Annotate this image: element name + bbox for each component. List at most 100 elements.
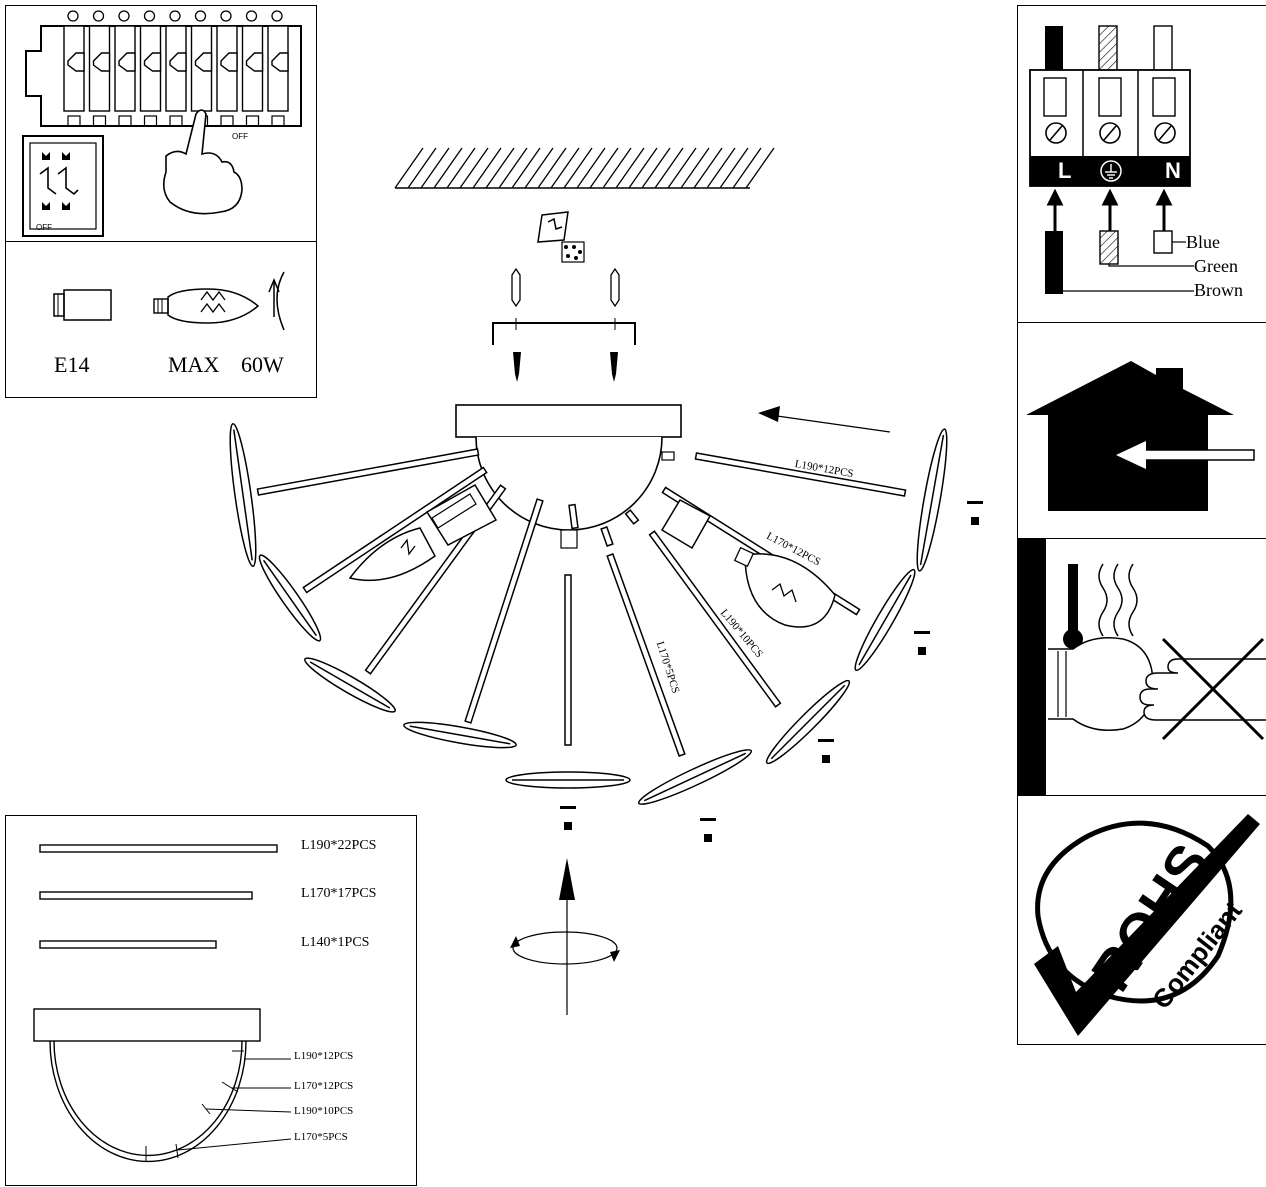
breaker-toggle xyxy=(118,52,136,72)
breaker-bottom-terminal xyxy=(169,115,183,127)
ceiling-hatch-line xyxy=(524,147,554,189)
breaker-bottom-terminal xyxy=(118,115,132,127)
dome-label-2: L170*12PCS xyxy=(294,1080,354,1092)
wiring-illustration xyxy=(1029,25,1194,294)
ceiling-hatch-line xyxy=(654,147,684,189)
ceiling-hatch-line xyxy=(407,147,437,189)
clip-washer xyxy=(967,501,983,504)
ceiling-hatch-line xyxy=(550,147,580,189)
breaker-toggle xyxy=(169,52,187,72)
ceiling-hatch-line xyxy=(667,147,697,189)
bulb-spec-panel: E14 MAX 60W xyxy=(5,241,317,398)
arm-rod xyxy=(464,498,544,724)
leaf-midrib xyxy=(919,434,945,566)
parts-illustration xyxy=(33,844,292,1163)
arm-rod xyxy=(568,503,579,530)
wiring-panel: L N Blue Green Brown xyxy=(1017,5,1266,323)
arm-rod xyxy=(600,526,614,547)
breaker-terminal xyxy=(92,10,105,22)
wire-brown-label: Brown xyxy=(1194,280,1243,300)
bulb-watt-label: 60W xyxy=(241,352,284,377)
assembly-drawing xyxy=(229,147,983,1015)
ceiling-hatch-line xyxy=(537,147,567,189)
breaker-bottom-terminal xyxy=(92,115,107,127)
breaker-toggle xyxy=(143,52,162,72)
ceiling-hatch-line xyxy=(641,147,671,189)
ceiling-hatch-line xyxy=(563,147,593,189)
arm-rod xyxy=(564,574,572,746)
ceiling-hatch-line xyxy=(602,147,632,189)
clip-washer xyxy=(914,631,930,634)
clip-nut xyxy=(704,834,712,842)
ceiling-hatch-line xyxy=(472,147,502,189)
breaker-bottom-terminal xyxy=(143,115,158,127)
leaf-midrib xyxy=(409,725,511,745)
ceiling-hatch-line xyxy=(576,147,606,189)
ceiling-hatch-line xyxy=(706,147,736,189)
ceiling-hatch-line xyxy=(732,147,762,189)
hot-warning-illustration xyxy=(1018,539,1266,797)
breaker-terminal xyxy=(245,10,258,22)
bulb-base-label: E14 xyxy=(54,352,90,377)
breaker-terminal xyxy=(143,10,156,22)
indoor-house-icon xyxy=(1026,361,1255,511)
indoor-panel xyxy=(1017,322,1266,539)
parts-list-panel: L190*22PCS L170*17PCS L140*1PCS L190*12P… xyxy=(5,815,417,1186)
leaf-midrib xyxy=(233,429,253,561)
arm-rod xyxy=(624,509,640,525)
breaker-bottom-terminal xyxy=(271,115,285,127)
breaker-toggle xyxy=(92,52,111,72)
wire-blue-label: Blue xyxy=(1186,232,1220,252)
wire-green-label: Green xyxy=(1194,256,1238,276)
bulb-max-label: MAX xyxy=(168,352,220,377)
breaker-toggle xyxy=(220,52,238,72)
breaker-toggle xyxy=(245,52,264,72)
breaker-bottom-terminal xyxy=(220,115,234,127)
clip-washer xyxy=(560,806,576,809)
ceiling-hatch-line xyxy=(394,147,424,189)
ceiling-hatch-line xyxy=(628,147,658,189)
ceiling-hatch-line xyxy=(615,147,645,189)
arm-rod xyxy=(302,466,488,594)
arm-rod xyxy=(648,530,782,708)
breaker-panel: OFF OFF xyxy=(5,5,317,242)
breaker-terminal xyxy=(67,10,79,22)
leaf-midrib xyxy=(858,574,912,666)
clip-washer xyxy=(700,818,716,821)
ceiling-hatch-line xyxy=(485,147,515,189)
arm-rod xyxy=(256,448,480,496)
ceiling-hatch-line xyxy=(589,147,619,189)
arm-rod xyxy=(694,452,907,497)
breaker-bottom-terminal xyxy=(245,115,260,127)
rod-list-label-1: L190*22PCS xyxy=(301,838,377,853)
clip-nut xyxy=(971,517,979,525)
dome-label-4: L170*5PCS xyxy=(294,1131,348,1143)
dome-label-1: L190*12PCS xyxy=(294,1050,354,1062)
rohs-logo xyxy=(1034,814,1260,1036)
breaker-off-label: OFF xyxy=(232,132,248,141)
breaker-terminal xyxy=(220,10,232,22)
leaf-midrib xyxy=(770,684,846,760)
outlet-off-label: OFF xyxy=(36,223,52,232)
ceiling-hatch-line xyxy=(498,147,528,189)
leaf-midrib xyxy=(643,752,747,802)
breaker-terminal xyxy=(118,10,130,22)
arm-rod xyxy=(606,553,686,757)
rod-list-label-2: L170*17PCS xyxy=(301,886,377,901)
breaker-terminal xyxy=(194,10,207,22)
ceiling-hatch-line xyxy=(511,147,541,189)
clip-nut xyxy=(918,647,926,655)
breaker-toggle xyxy=(271,52,289,72)
breaker-toggle xyxy=(67,52,85,72)
terminal-neutral-label: N xyxy=(1165,158,1181,183)
leaf-midrib xyxy=(263,559,317,637)
clip-nut xyxy=(822,755,830,763)
hot-warning-panel xyxy=(1017,538,1266,797)
breaker-toggle xyxy=(194,52,213,72)
clip-washer xyxy=(818,739,834,742)
breaker-terminal xyxy=(271,10,283,22)
ceiling-hatch-line xyxy=(745,147,775,189)
breaker-bottom-terminal xyxy=(67,115,81,127)
ceiling-hatch-line xyxy=(693,147,723,189)
dome-label-3: L190*10PCS xyxy=(294,1105,354,1117)
